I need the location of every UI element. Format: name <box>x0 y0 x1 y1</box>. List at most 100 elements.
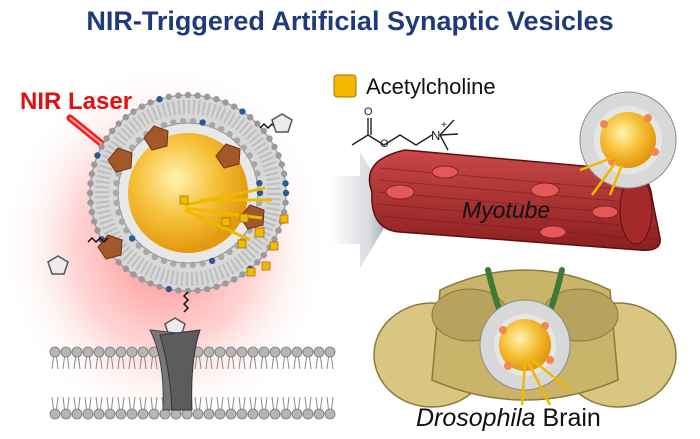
acetylcholine-legend-swatch <box>333 74 357 98</box>
membrane-lipid-head <box>82 408 94 420</box>
lipid-head <box>184 91 192 99</box>
membrane-lipid-head <box>115 346 127 358</box>
lipid-head <box>151 253 159 261</box>
membrane-lipid-head <box>60 408 72 420</box>
lipid-head <box>194 92 201 99</box>
release-arrows <box>184 186 272 242</box>
membrane-lipid-tail <box>315 356 323 370</box>
lipid-head <box>226 248 233 256</box>
lipid-head <box>94 152 101 159</box>
nitrogen-atom: N <box>431 128 440 143</box>
membrane-lipid-head <box>247 346 259 358</box>
membrane-lipid-head <box>214 408 226 420</box>
membrane-lipid-head <box>269 346 281 358</box>
membrane-lipid-tail <box>227 356 235 370</box>
membrane-lipid-tail <box>249 356 257 370</box>
lipid-head <box>194 287 201 294</box>
nir-laser-label: NIR Laser <box>20 88 133 115</box>
membrane-lipid-tail <box>95 356 103 370</box>
membrane-lipid-head <box>82 346 94 358</box>
lipid-head <box>156 283 163 290</box>
lipid-head <box>275 152 282 159</box>
membrane-lipid-head <box>258 408 270 420</box>
lipid-head <box>175 92 182 99</box>
membrane-lipid-head <box>225 346 237 358</box>
lipid-head <box>254 170 261 177</box>
lipid-head <box>147 99 154 106</box>
membrane-lipid-tail <box>95 396 103 410</box>
membrane-lipid-head <box>302 408 314 420</box>
membrane-lipid-head <box>49 408 61 420</box>
membrane-lipid-head <box>203 346 215 358</box>
receptor <box>149 329 201 411</box>
lipid-head <box>282 189 290 197</box>
membrane-lipid-head <box>93 346 105 358</box>
membrane-lipid-head <box>258 346 270 358</box>
membrane-lipid-tail <box>84 396 92 410</box>
released-acetylcholine <box>179 195 289 277</box>
lipid-head <box>246 152 253 159</box>
membrane-lipid-head <box>247 408 259 420</box>
lipid-head <box>217 125 225 133</box>
lipid-head <box>239 108 246 115</box>
lipid-head <box>222 280 229 287</box>
lipid-head <box>128 144 136 151</box>
lipid-head <box>239 271 246 278</box>
membrane-lipid-tail <box>249 396 257 410</box>
membrane-lipid-tail <box>139 356 147 370</box>
lipid-head <box>282 199 289 206</box>
lipid-head <box>203 285 211 293</box>
membrane-lipid-head <box>71 408 83 420</box>
lipid-head <box>179 117 187 125</box>
lipid-head <box>130 108 137 115</box>
lipid-head <box>203 93 211 101</box>
brain-label-genus: Drosophila <box>416 404 536 432</box>
lipid-head <box>226 130 233 138</box>
lipid-head <box>103 135 110 142</box>
myotube <box>368 149 661 251</box>
lipid-head <box>88 208 96 216</box>
positive-charge: + <box>441 120 447 131</box>
lipid-head <box>170 119 177 126</box>
membrane-lipid-head <box>225 408 237 420</box>
membrane-lipid-tail <box>282 396 290 410</box>
lipid-head <box>230 276 238 283</box>
lipid-head <box>280 170 288 178</box>
membrane-lipid-tail <box>282 356 290 370</box>
lipid-head <box>94 227 101 234</box>
lipid-head <box>266 135 273 142</box>
lipid-head <box>98 143 105 151</box>
lipid-head <box>208 121 216 129</box>
lipid-head <box>113 199 120 207</box>
membrane-lipid-head <box>192 408 204 420</box>
lipid-head <box>113 179 120 187</box>
lipid-head <box>122 114 130 121</box>
acetylcholine-structure <box>351 118 459 151</box>
lipid-head <box>165 285 173 293</box>
lipid-head <box>87 180 94 187</box>
brain-label: Drosophila Brain <box>416 404 601 433</box>
membrane-lipid-head <box>291 346 303 358</box>
membrane-lipid-tail <box>293 356 301 370</box>
membrane-lipid-head <box>104 346 116 358</box>
membrane-lipid-head <box>126 408 138 420</box>
membrane-lipid-tail <box>326 356 334 370</box>
lipid-head <box>138 276 146 283</box>
acetylcholine-legend-label: Acetylcholine <box>366 74 496 99</box>
membrane-lipid-tail <box>315 396 323 410</box>
lipid-head <box>128 235 136 242</box>
lipid-head <box>165 93 173 101</box>
membrane-lipid-tail <box>128 356 136 370</box>
oxygen-atom: O <box>380 138 389 150</box>
lipid-head <box>213 283 220 290</box>
lipid-head <box>256 189 264 197</box>
transition-arrow <box>330 152 395 268</box>
membrane-lipid-tail <box>216 396 224 410</box>
lipid-head <box>199 119 206 126</box>
membrane-lipid-tail <box>271 356 279 370</box>
membrane-lipid-tail <box>51 396 59 410</box>
membrane-lipid-head <box>49 346 61 358</box>
membrane-lipid-tail <box>216 356 224 370</box>
